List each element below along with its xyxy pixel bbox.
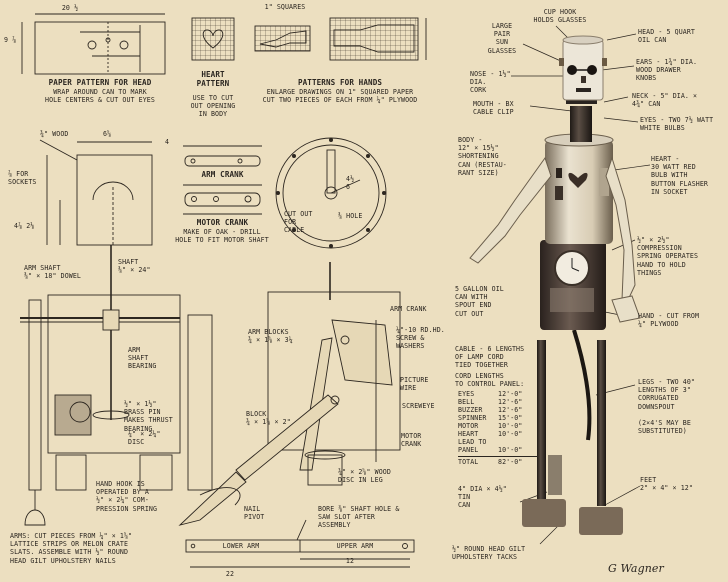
cord-length: 82'-0" <box>498 458 523 466</box>
arm-assembly-drawing <box>185 519 415 568</box>
hands-pattern-note: ENLARGE DRAWINGS ON 1" SQUARED PAPER CUT… <box>262 88 418 105</box>
lower-arm-label: LOWER ARM <box>222 542 260 550</box>
mechanism-front-view <box>20 245 213 526</box>
cord-length: 10'-0" <box>498 430 523 438</box>
grid-scale-label: 1" SQUARES <box>264 3 306 11</box>
cord-row: BUZZER 12'-6" <box>458 406 538 414</box>
cord-item: EYES <box>458 390 475 398</box>
screweye-label: SCREWEYE <box>402 402 435 410</box>
socket-block-drawing <box>39 139 153 246</box>
cable-label: CABLE - 6 LENGTHS OF LAMP CORD TIED TOGE… <box>455 345 525 370</box>
cord-row-total: TOTAL 82'-0" <box>458 456 538 466</box>
heart-pattern-note: USE TO CUT OUT OPENING IN BODY <box>190 94 236 119</box>
feet-label: FEET 2" × 4" × 12" <box>640 476 693 493</box>
cord-lengths-heading: CORD LENGTHS TO CONTROL PANEL: <box>455 372 525 389</box>
cord-length: 10'-0" <box>498 446 523 454</box>
hands-pattern-title: PATTERNS FOR HANDS <box>297 78 383 87</box>
hand-hook-label: HAND HOOK IS OPERATED BY A ½" × 2¼" COM-… <box>96 480 158 513</box>
arm-blocks-label: ARM BLOCKS ¾ × 1⅝ × 3¼ <box>248 328 293 345</box>
arm-crank-title: ARM CRANK <box>201 170 244 179</box>
cord-item: BUZZER <box>458 406 483 414</box>
wood-disc-label: ¾" × 2⅝" WOOD DISC IN LEG <box>338 468 391 485</box>
rod-label: ¼"-10 RD.HD. SCREW & WASHERS <box>396 326 445 351</box>
head-label: HEAD - 5 QUART OIL CAN <box>638 28 695 45</box>
hand-label: HAND - CUT FROM ¼" PLYWOOD <box>638 312 700 329</box>
motor-crank-title: MOTOR CRANK <box>196 218 249 227</box>
mouth-label: MOUTH - BX CABLE CLIP <box>473 100 514 117</box>
arm-shaft-label: ARM SHAFT ⅜" × 18" DOWEL <box>24 264 81 281</box>
shaft-label: SHAFT ⅜" × 24" <box>118 258 151 275</box>
cord-item: BELL <box>458 398 475 406</box>
tacks-label: ½" ROUND HEAD GILT UPHOLSTERY TACKS <box>452 545 526 562</box>
disc-dims: 4½ 6 <box>346 175 355 192</box>
socket-width-dim: 6⅝ <box>103 130 112 138</box>
arm-shaft-bearing-label: ARM SHAFT BEARING <box>128 346 157 371</box>
cord-row: HEART 10'-0" <box>458 430 538 438</box>
disc-cutout-label: CUT OUT FOR CABLE <box>284 210 313 235</box>
cord-length: 12'-0" <box>498 390 523 398</box>
heart-label: HEART - 30 WATT RED BULB WITH BUTTON FLA… <box>651 155 708 196</box>
crank-note: MAKE OF OAK - DRILL HOLE TO FIT MOTOR SH… <box>175 228 269 245</box>
disc-drawing <box>275 137 387 249</box>
nose-label: NOSE - 1½" DIA. CORK <box>470 70 511 95</box>
wood-thickness-label: ¾" WOOD <box>40 130 69 138</box>
cord-row: MOTOR 10'-0" <box>458 422 538 430</box>
cup-hook-label: CUP HOOK HOLDS GLASSES <box>533 8 587 25</box>
spring-label: ½" × 2½" COMPRESSION SPRING OPERATES HAN… <box>637 236 699 277</box>
cord-row: BELL 12'-6" <box>458 398 538 406</box>
tin-can-label: 4" DIA × 4½" TIN CAN <box>458 485 507 510</box>
nail-pivot-label: NAIL PIVOT <box>244 505 265 522</box>
legs-label: LEGS - TWO 40" LENGTHS OF 3" CORRUGATED … <box>638 378 695 436</box>
robot-illustration <box>469 35 641 535</box>
cord-item: LEAD TO PANEL <box>458 438 487 455</box>
picture-wire-label: PICTURE WIRE <box>400 376 429 393</box>
head-pattern-note: WRAP AROUND CAN TO MARK HOLE CENTERS & C… <box>45 88 155 105</box>
cord-length: 12'-6" <box>498 398 523 406</box>
cord-row: LEAD TO PANEL 10'-0" <box>458 438 538 456</box>
head-pattern-title: PAPER PATTERN FOR HEAD <box>48 78 152 87</box>
cord-length: 12'-6" <box>498 406 523 414</box>
crank-drawings <box>183 145 262 215</box>
dim-22: 22 <box>225 570 235 578</box>
arm-crank-side-label: ARM CRANK <box>390 305 427 313</box>
sockets-label: ⅞ FOR SOCKETS <box>8 170 37 187</box>
cord-item: HEART <box>458 430 479 438</box>
cord-item: TOTAL <box>458 458 479 466</box>
hand-pattern-drawings <box>254 17 427 61</box>
block-label: BLOCK ¾ × 1⅝ × 2" <box>246 410 291 427</box>
mechanism-side-view <box>178 262 401 526</box>
dim-head-height: 9 ⅞ <box>4 36 17 44</box>
eyes-label: EYES - TWO 7½ WATT WHITE BULBS <box>640 116 714 133</box>
cord-row: SPINNER 15'-0" <box>458 414 538 422</box>
oil-can-label: 5 GALLON OIL CAN WITH SPOUT END CUT OUT <box>455 285 504 318</box>
upper-arm-label: UPPER ARM <box>336 542 374 550</box>
bore-note: BORE ⅜" SHAFT HOLE & SAW SLOT AFTER ASSE… <box>318 505 400 530</box>
cord-item: SPINNER <box>458 414 487 422</box>
motor-crank-side-label: MOTOR CRANK <box>401 432 422 449</box>
cord-length: 15'-0" <box>498 414 523 422</box>
dim-12: 12 <box>345 557 355 565</box>
head-pattern-drawing <box>21 13 166 75</box>
heart-pattern-title: HEART PATTERN <box>196 70 230 88</box>
disc-size-label: ¼" × 2¼" DISC <box>128 430 161 447</box>
cord-item: MOTOR <box>458 422 479 430</box>
body-label: BODY - 12" × 15½" SHORTENING CAN (RESTAU… <box>458 136 507 177</box>
arm-crank-dims: 4 <box>165 138 170 146</box>
ears-label: EARS - 1¾" DIA. WOOD DRAWER KNOBS <box>636 58 698 83</box>
neck-label: NECK - 5" DIA. × 4¾" CAN <box>632 92 698 109</box>
disc-hole-label: ⅜ HOLE <box>338 212 363 220</box>
arms-note: ARMS: CUT PIECES FROM ¼" × 1⅝" LATTICE S… <box>10 532 133 565</box>
heart-pattern-drawing <box>191 17 235 61</box>
socket-height-dims: 4⅞ 2⅛ <box>14 222 35 230</box>
glasses-label: LARGE PAIR SUN GLASSES <box>487 22 517 55</box>
brass-pin-label: ½" × 1½" BRASS PIN MAKES THRUST BEARING <box>124 400 173 433</box>
cord-lengths-table: EYES 12'-0" BELL 12'-6" BUZZER 12'-6" SPINN… <box>458 390 538 466</box>
cord-length: 10'-0" <box>498 422 523 430</box>
artist-signature: G Wagner <box>608 562 664 575</box>
cord-row: EYES 12'-0" <box>458 390 538 398</box>
dim-head-width: 20 ½ <box>61 4 79 12</box>
